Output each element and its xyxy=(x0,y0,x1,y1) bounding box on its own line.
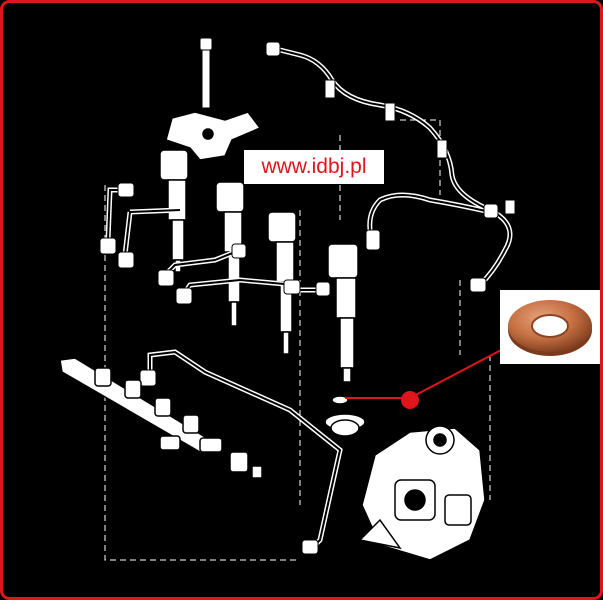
copper-washer-photo xyxy=(500,290,600,364)
fuel-injector-4 xyxy=(327,243,359,383)
return-line-connectors xyxy=(265,41,516,293)
copper-washer-icon xyxy=(508,300,592,356)
washer-callout xyxy=(345,347,506,409)
sealing-washer-diagram xyxy=(324,395,366,437)
fuel-injector-1 xyxy=(159,149,189,273)
injector-clamp xyxy=(165,111,262,161)
common-rail xyxy=(59,357,263,479)
callout-dot xyxy=(401,391,419,409)
clamp-bolt xyxy=(199,37,213,109)
fuel-injector-2 xyxy=(215,181,245,327)
watermark: www.idbj.pl xyxy=(244,150,384,184)
fuel-injector-3 xyxy=(267,211,297,355)
pipe-nuts xyxy=(99,182,331,555)
high-pressure-pump xyxy=(358,425,486,561)
